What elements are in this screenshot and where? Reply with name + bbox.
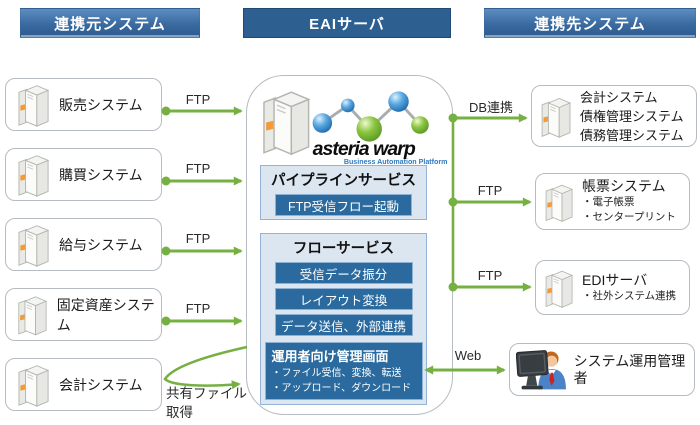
admin-console-title: 運用者向け管理画面	[271, 349, 389, 364]
protocol-label-ftp: FTP	[185, 231, 211, 246]
protocol-label-ftp: FTP	[185, 161, 211, 176]
target-system-bullet: ・電子帳票	[582, 196, 635, 209]
server-icon	[541, 97, 571, 138]
flow-item-send-external: データ送信、外部連携	[274, 314, 413, 336]
molecule-atom-blue	[340, 98, 355, 113]
target-system-line: 債務管理システム	[580, 127, 684, 143]
server-icon	[545, 270, 573, 308]
connector-dot	[161, 176, 171, 186]
header-source-systems: 連携元システム	[20, 8, 200, 38]
header-source-label: 連携元システム	[54, 15, 166, 33]
server-icon	[545, 184, 573, 222]
eai-server-icon	[263, 91, 310, 155]
source-system-label: 給与システム	[59, 236, 143, 253]
arrow-shared-file-loop	[163, 345, 248, 390]
server-icon	[18, 365, 49, 407]
logo-subtitle: Business Automation Platform	[344, 158, 448, 166]
protocol-label-ftp: FTP	[477, 183, 503, 198]
flow-service-title: フローサービス	[292, 241, 395, 257]
connector-dot	[161, 106, 171, 116]
target-system-accounting-group: 会計システム 債権管理システム 債務管理システム	[531, 85, 697, 147]
molecule-atom-blue	[388, 91, 409, 112]
connector-dot	[161, 246, 171, 256]
flow-service-panel: フローサービス 受信データ振分 レイアウト変換 データ送信、外部連携 運用者向け…	[260, 233, 427, 405]
source-system-label: 固定資産システム	[56, 296, 155, 333]
header-eai-server: EAIサーバ	[243, 8, 451, 38]
protocol-label-web: Web	[454, 348, 482, 363]
molecule-atom-blue	[312, 113, 333, 133]
protocol-label-ftp: FTP	[185, 92, 211, 107]
asteria-warp-logo: asteria warp Business Automation Platfor…	[312, 91, 448, 166]
logo-title: asteria warp	[313, 138, 416, 160]
header-target-label: 連携先システム	[534, 15, 646, 33]
molecule-atom-green	[411, 116, 429, 134]
pipeline-service-title: パイプラインサービス	[271, 173, 416, 189]
admin-console-box: 運用者向け管理画面 ・ファイル受信、変換、転送 ・アップロード、ダウンロード	[264, 342, 423, 400]
flow-item-receive-sort: 受信データ振分	[274, 262, 413, 284]
source-system-payroll: 給与システム	[5, 218, 162, 271]
target-system-title: EDIサーバ	[582, 271, 648, 288]
source-system-accounting: 会計システム	[5, 358, 162, 411]
target-system-bullet: ・社外システム連携	[582, 289, 677, 302]
target-system-title: 帳票システム	[582, 178, 666, 195]
protocol-label-ftp: FTP	[477, 268, 503, 283]
pipeline-service-panel: パイプラインサービス FTP受信フロー起動	[260, 165, 427, 220]
admin-console-bullet: ・ファイル受信、変換、転送	[271, 368, 402, 379]
protocol-label-ftp: FTP	[185, 301, 211, 316]
admin-console-bullet: ・アップロード、ダウンロード	[271, 382, 412, 394]
header-target-systems: 連携先システム	[484, 8, 696, 38]
molecule-atom-green	[356, 116, 382, 142]
server-icon	[18, 85, 49, 127]
target-system-report: 帳票システム ・電子帳票 ・センタープリント	[535, 173, 690, 230]
pipeline-item-ftp-flow-start: FTP受信フロー起動	[275, 194, 412, 216]
server-icon	[18, 155, 49, 197]
connector-dot	[161, 316, 171, 326]
target-system-bullet: ・センタープリント	[582, 211, 676, 223]
source-system-sales: 販売システム	[5, 78, 162, 131]
eai-server-box: asteria warp Business Automation Platfor…	[246, 75, 453, 415]
source-system-label: 会計システム	[59, 376, 143, 393]
source-system-purchasing: 購買システム	[5, 148, 162, 201]
server-icon	[18, 225, 49, 267]
operator-at-computer-icon	[516, 349, 566, 389]
source-system-label: 販売システム	[59, 96, 143, 113]
system-operator-box: システム運用管理者	[509, 343, 695, 396]
target-system-line: 会計システム	[580, 89, 658, 105]
protocol-label-shared-file: 共有ファイル 取得	[166, 386, 247, 420]
target-system-edi: EDIサーバ ・社外システム連携	[535, 260, 690, 315]
source-system-fixed-assets: 固定資産システム	[5, 288, 162, 341]
target-system-line: 債権管理システム	[580, 108, 684, 124]
system-operator-label: システム運用管理者	[573, 352, 686, 386]
header-eai-label: EAIサーバ	[309, 15, 385, 33]
source-system-label: 購買システム	[59, 166, 143, 183]
flow-item-layout-convert: レイアウト変換	[274, 288, 413, 310]
protocol-label-db-link: DB連携	[468, 100, 514, 115]
server-icon	[18, 296, 47, 336]
